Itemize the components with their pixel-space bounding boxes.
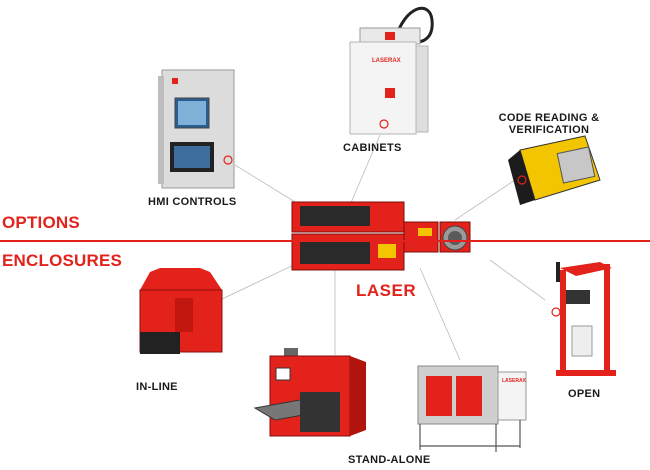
options-heading: OPTIONS [2, 213, 80, 232]
stand-alone-enclosure-image [253, 348, 366, 437]
in-line-label: IN-LINE [136, 381, 178, 393]
hmi-controls-cabinet-image [158, 69, 235, 189]
cabinet-enclosure-image: LASERAX [417, 365, 527, 452]
code-reading-label-line1: CODE READING & [498, 112, 600, 124]
connector-in-line [219, 261, 301, 301]
connector-cabinet-enclosure [419, 267, 461, 361]
connector-open [489, 259, 546, 301]
code-reading-label-line2: VERIFICATION [508, 124, 590, 136]
cabinet-logo-text: LASERAX [372, 58, 401, 64]
connector-cabinets [349, 134, 381, 206]
open-enclosure-image [551, 262, 616, 376]
connector-hmi [234, 164, 301, 206]
code-reading-label: CODE READING & VERIFICATION [496, 112, 602, 136]
cabinets-label: CABINETS [343, 142, 402, 154]
connector-lines [219, 134, 546, 361]
open-label: OPEN [568, 388, 601, 400]
in-line-enclosure-image [139, 268, 223, 354]
section-divider [0, 240, 650, 242]
enclosures-heading: ENCLOSURES [2, 251, 123, 270]
connector-code-reading [454, 179, 516, 221]
cabinets-image: LASERAX [349, 6, 434, 135]
stand-alone-label: STAND-ALONE [348, 454, 431, 466]
enclosure-logo-text: LASERAX [502, 378, 527, 384]
laser-label: LASER [356, 281, 417, 300]
laser-unit-image [291, 201, 471, 271]
hmi-controls-label: HMI CONTROLS [148, 196, 237, 208]
code-reader-image [508, 135, 601, 205]
